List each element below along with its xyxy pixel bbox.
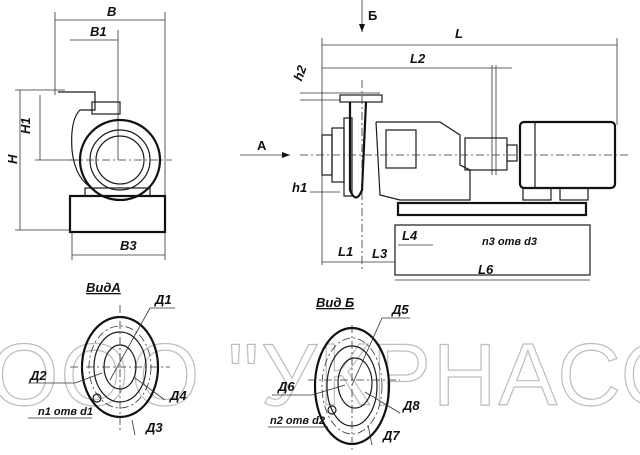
view-a-d4-label: Д4 [169, 388, 187, 403]
view-a-holes-label: n1 отв d1 [38, 406, 93, 418]
dim-h-label: H [5, 154, 20, 164]
dim-b3-label: B3 [120, 238, 137, 253]
view-b-title: Вид Б [316, 295, 354, 310]
view-b-holes-label: n2 отв d2 [270, 415, 325, 427]
dim-l3-label: L3 [372, 246, 388, 261]
view-b-d7-label: Д7 [382, 428, 400, 443]
dim-l6-label: L6 [478, 262, 494, 277]
watermark: ООО "УКРНАСОС" [0, 325, 640, 424]
view-b-d5-label: Д5 [391, 302, 409, 317]
dim-h1-label-front: h1 [292, 180, 307, 195]
dim-b-label: B [107, 4, 116, 19]
side-view: B B1 H1 H B3 [5, 4, 172, 260]
front-view: Б A L L2 h2 h1 L4 [240, 0, 630, 281]
view-a: ВидА Д1 Д2 Д4 Д3 n1 отв d1 [28, 280, 187, 436]
view-a-d3-label: Д3 [145, 420, 163, 435]
dim-l1-label: L1 [338, 244, 353, 259]
view-a-d2-label: Д2 [29, 368, 47, 383]
dim-b1-label: B1 [90, 24, 107, 39]
dim-l2-label: L2 [410, 51, 426, 66]
dim-l4-label: L4 [402, 228, 418, 243]
base-holes-label: n3 отв d3 [482, 236, 537, 248]
view-a-d1-label: Д1 [154, 292, 172, 307]
dim-h1-label: H1 [18, 117, 33, 134]
arrow-a-label: A [257, 138, 267, 153]
dim-h2-label: h2 [290, 63, 310, 83]
arrow-b-label: Б [368, 8, 377, 23]
dim-l-label: L [455, 26, 463, 41]
view-b-d6-label: Д6 [277, 379, 295, 394]
view-b-d8-label: Д8 [402, 398, 420, 413]
view-a-title: ВидА [86, 280, 121, 295]
view-b: Вид Б Д5 Д6 Д8 Д7 n2 отв d2 [268, 295, 420, 450]
